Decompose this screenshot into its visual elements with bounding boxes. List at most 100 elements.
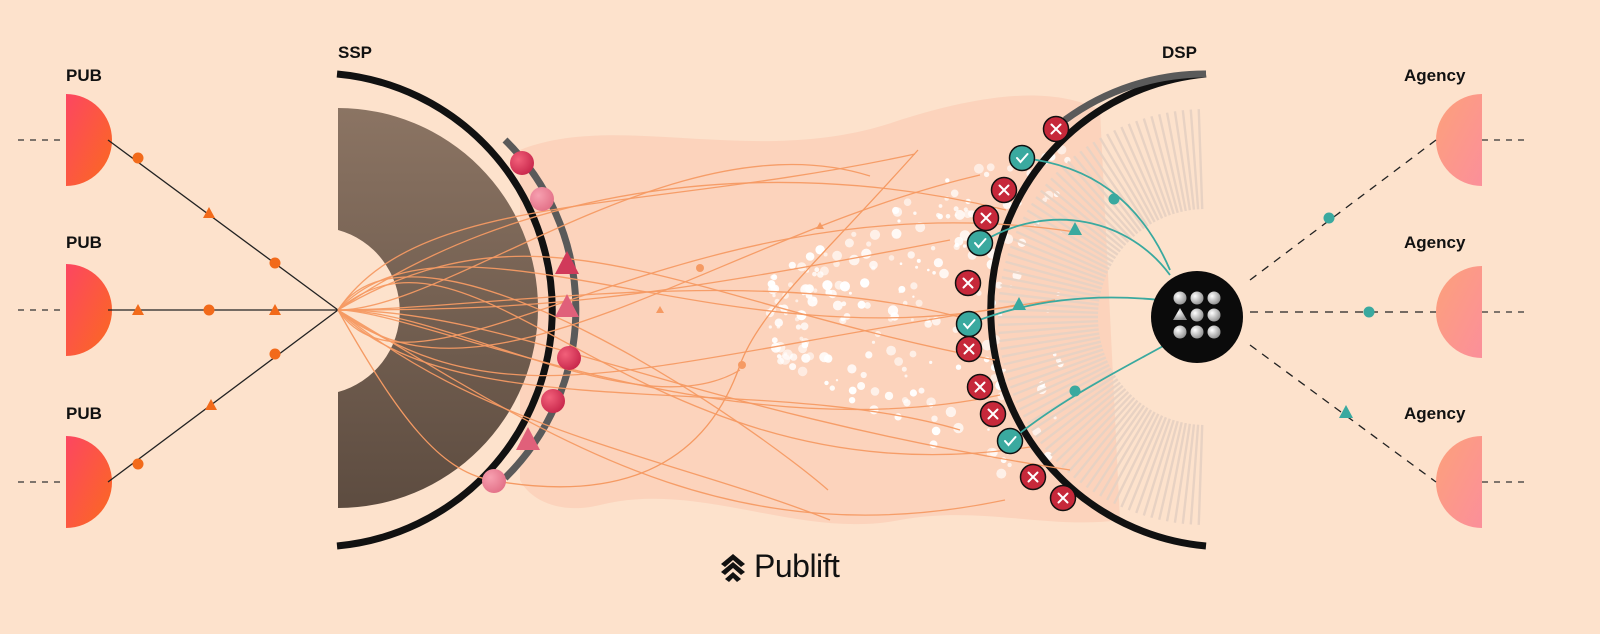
particle [1002,368,1006,372]
fan-segment [1044,183,1124,250]
fan-segment [1050,177,1127,246]
particle [819,266,829,276]
fan-segment [1189,109,1200,210]
fan-segment [1067,160,1136,238]
agency-node [1436,436,1482,528]
bid-flow [337,266,1017,319]
particle [782,349,793,361]
check-mark [974,238,987,249]
particle [832,250,842,261]
particle [860,278,870,288]
particle [812,271,817,277]
particle [886,345,896,356]
particle [848,397,856,404]
particle [954,209,965,220]
fan-segment [1113,413,1160,505]
win-link [979,218,1171,276]
fan-segment [1003,340,1102,366]
particle [932,271,936,275]
fan-segment [1009,245,1105,282]
flow-dot [738,361,746,369]
agency-bid-dot [1323,212,1335,224]
win-link [968,296,1161,325]
particle [864,302,871,309]
particle [901,397,909,404]
particle [840,316,846,322]
fan-segment [1067,396,1136,474]
particle [916,258,921,263]
cross-mark [1050,123,1062,135]
hub-dot [1207,308,1221,322]
cross-mark [963,343,975,355]
fan-segment [1000,332,1100,351]
bid-dot [132,458,144,470]
hub-to-agency-line [1249,139,1437,281]
fan-segment [1005,344,1103,374]
bid-flow [337,222,1076,343]
particle [930,246,936,251]
particle [987,428,990,431]
ssp-bid-circle [541,389,565,413]
bid-flow [337,309,491,481]
particle [959,230,971,241]
particle [910,318,914,322]
fan-segment [1150,115,1179,214]
particle [891,228,902,239]
dsp-decision-markers [954,115,1171,512]
fan-segment [1150,420,1179,519]
ssp-bid-circle [530,187,554,211]
cross-mark [980,212,992,224]
particle [888,255,895,261]
particle [771,274,778,281]
particle [848,254,860,266]
flow-dot [696,264,704,272]
agency-bid-dot [1363,306,1375,318]
particle [901,366,907,372]
ssp-bid-circle [510,151,534,175]
hub-dot [1173,325,1187,339]
publift-logo: Publift [718,548,840,585]
particle [776,354,782,359]
win-triangle [1068,222,1082,235]
particle [931,426,941,436]
agency-label-2: Agency [1404,233,1466,252]
fan-segment [1092,407,1149,493]
fan-segment [1012,237,1107,278]
agency-bid-triangle [1339,405,1353,418]
fan-segment [1061,394,1133,468]
particle [800,322,809,331]
fan-segment [1019,223,1110,271]
fan-segment [1019,363,1110,411]
bid-flow [337,239,951,311]
cross-icon [966,373,994,401]
particle [777,357,784,365]
bid-flow [337,281,1031,456]
bid-flow [337,309,961,431]
agency-node [1436,94,1482,186]
fan-segment [1181,424,1196,524]
fan-segment [1007,348,1104,382]
pub-label-3: PUB [66,404,102,423]
fan-segment [1050,388,1127,457]
particle [989,448,999,457]
dsp-segment-fan [998,109,1204,525]
bid-flow [337,309,1071,471]
particle [938,204,943,208]
dot-grid-icon [1151,271,1243,363]
particle [789,363,797,371]
fan-segment [1135,418,1171,514]
particle [841,301,847,307]
particle [894,357,903,366]
particle [869,260,878,270]
brand-name: Publift [754,548,840,584]
cross-mark [962,277,974,289]
fan-segment [1099,409,1153,497]
fan-segment [1022,367,1112,418]
bid-flow [337,181,1007,311]
particle [904,374,908,378]
fan-segment [1106,133,1156,223]
check-icon [966,229,994,257]
particle [926,397,936,407]
particle [832,300,843,311]
particle [824,380,829,386]
